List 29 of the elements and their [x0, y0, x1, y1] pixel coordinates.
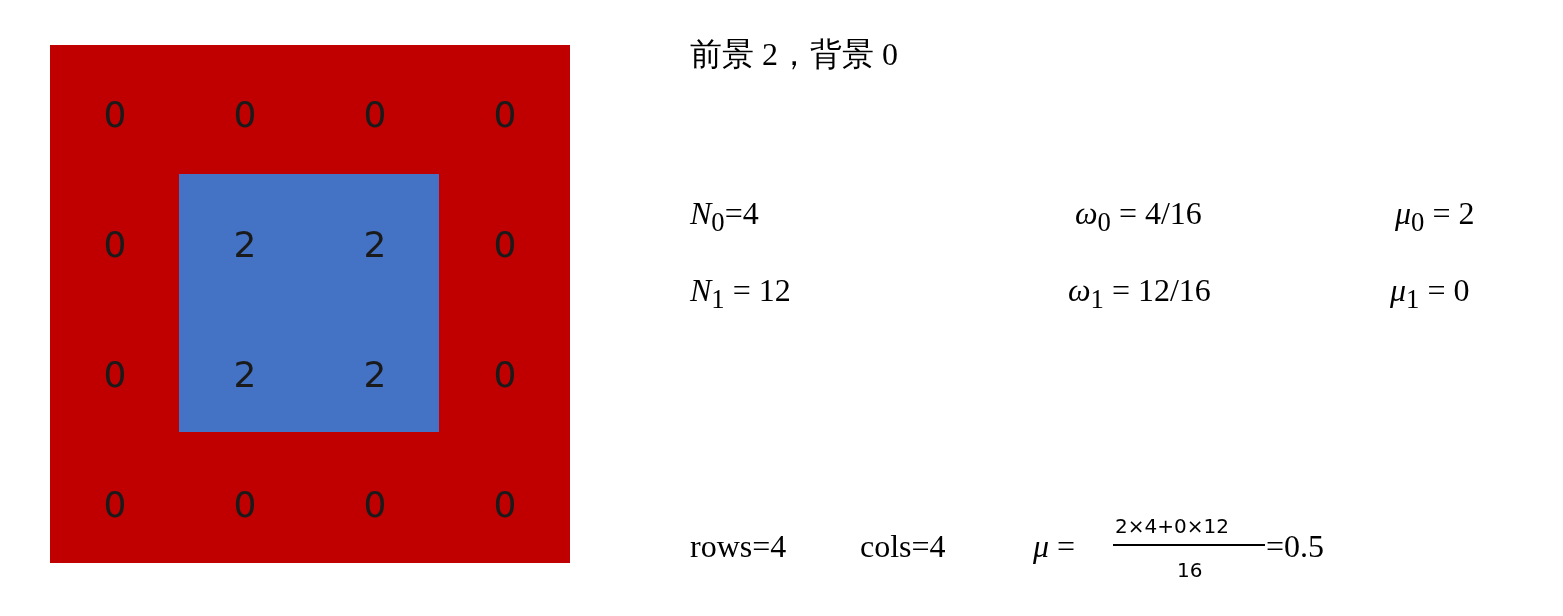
pixel-value: 0: [363, 97, 387, 133]
pixel-value: 2: [363, 227, 387, 263]
pixel-value: 0: [103, 97, 127, 133]
pixel-value: 0: [233, 97, 257, 133]
pixel-value: 0: [233, 487, 257, 523]
fraction-numerator: 2×4+0×12: [1115, 516, 1229, 536]
pixel-value: 0: [103, 227, 127, 263]
fraction-denominator: 16: [1177, 560, 1203, 580]
formula-text: ω$_{0}$ = 4/16: [1075, 197, 1202, 237]
pixel-value: 0: [493, 227, 517, 263]
pixel-value: 2: [233, 227, 257, 263]
formula-text: N$_{1}$ = 12: [690, 274, 791, 314]
pixel-value: 0: [103, 357, 127, 393]
formula-text: μ =: [1033, 530, 1076, 562]
formula-text: μ$_{1}$ = 0: [1390, 274, 1470, 314]
formula-text: cols=4: [860, 530, 946, 562]
formula-text: ω$_{1}$ = 12/16: [1068, 274, 1211, 314]
pixel-value: 2: [363, 357, 387, 393]
formula-text: rows=4: [690, 530, 787, 562]
pixel-value: 0: [103, 487, 127, 523]
pixel-value: 0: [493, 487, 517, 523]
formula-text: =0.5: [1266, 530, 1325, 562]
pixel-value: 0: [493, 357, 517, 393]
formula-text: N$_{0}$=4: [690, 197, 759, 237]
caption-text: 前景 2，背景 0: [690, 38, 898, 70]
pixel-value: 2: [233, 357, 257, 393]
formula-text: μ$_{0}$ = 2: [1395, 197, 1475, 237]
pixel-value: 0: [363, 487, 387, 523]
pixel-value: 0: [493, 97, 517, 133]
